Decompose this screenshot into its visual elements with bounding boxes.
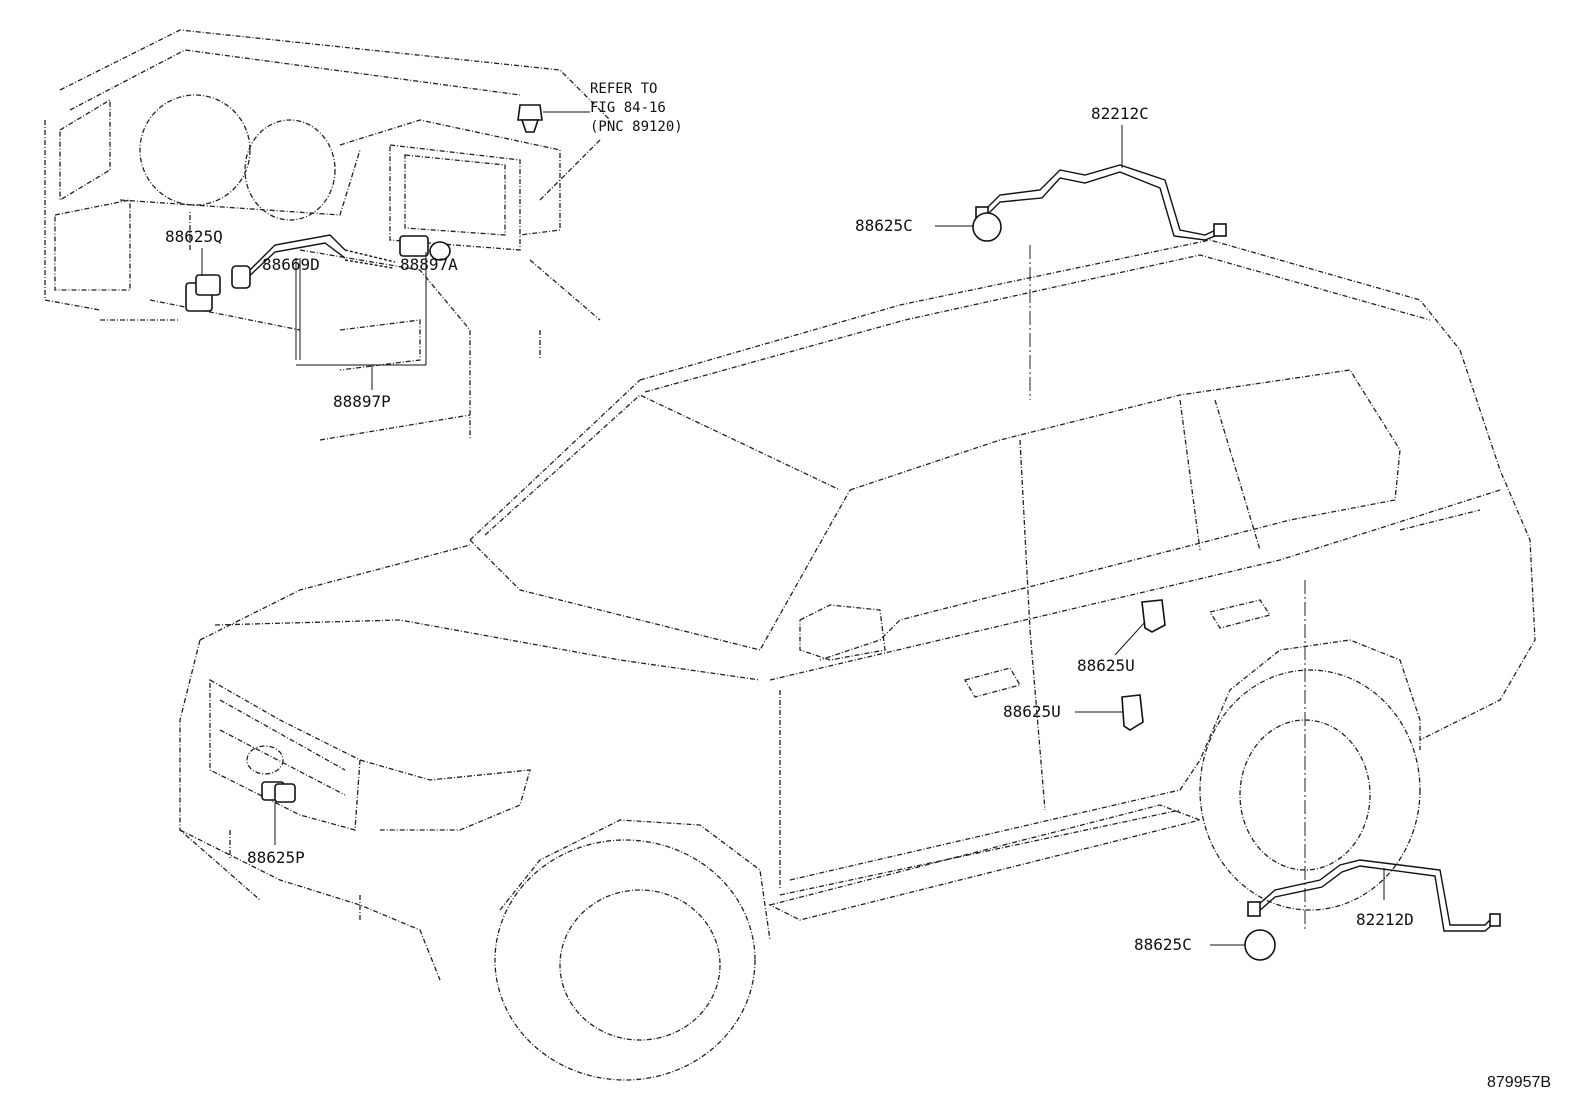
part-label-88897A: 88897A: [400, 255, 458, 274]
part-label-82212D: 82212D: [1356, 910, 1414, 929]
part-label-88625C-bottom: 88625C: [1134, 935, 1192, 954]
part-label-88897P: 88897P: [333, 392, 391, 411]
wire-82212C: [975, 125, 1227, 241]
part-label-88625Q: 88625Q: [165, 227, 223, 246]
sensor-88625C-bottom: [1210, 929, 1276, 961]
vehicle-body: [179, 239, 1536, 1081]
part-label-88625U-lower: 88625U: [1003, 702, 1061, 721]
reference-note: REFER TO FIG 84-16 (PNC 89120): [590, 81, 683, 135]
part-label-82212C: 82212C: [1091, 104, 1149, 123]
diagram-number: 879957B: [1487, 1074, 1552, 1091]
sensor-88625P: [261, 781, 296, 845]
part-label-88669D: 88669D: [262, 255, 320, 274]
part-label-88625U-upper: 88625U: [1077, 656, 1135, 675]
dashboard-inset: [44, 29, 611, 441]
part-label-88625C-top: 88625C: [855, 216, 913, 235]
sensor-88625C-top: [935, 212, 1002, 242]
wire-82212D: [1247, 859, 1501, 932]
part-label-88625P: 88625P: [247, 848, 305, 867]
sensor-88625U: [1075, 599, 1166, 731]
